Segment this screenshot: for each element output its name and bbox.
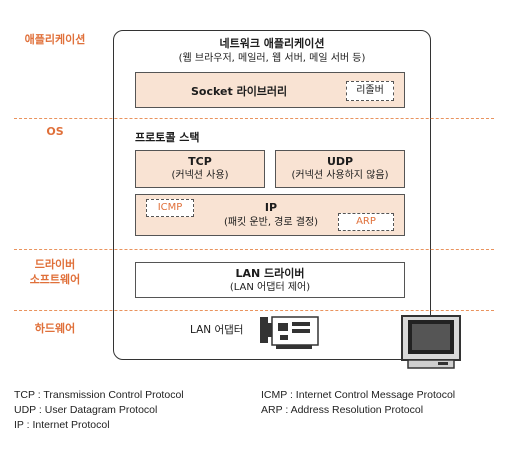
layer-label-os: OS [46, 125, 64, 138]
separator-app-os [14, 118, 494, 119]
legend-arp: ARP : Address Resolution Protocol [261, 404, 424, 416]
computer-monitor-icon [401, 315, 461, 369]
layer-label-driver-line1: 드라이버 [34, 258, 76, 271]
ip-subtitle: (패킷 운반, 경로 결정) [223, 217, 319, 228]
network-app-title: 네트워크 애플리케이션 [219, 37, 325, 50]
legend-udp: UDP : User Datagram Protocol [14, 404, 158, 416]
protocol-stack-title: 프로토콜 스택 [135, 131, 200, 144]
udp-title: UDP [326, 155, 354, 168]
icmp-tag: ICMP [146, 199, 194, 217]
lan-card-icon [260, 316, 319, 349]
layer-label-driver-line2: 소프트웨어 [29, 273, 81, 286]
layer-label-hardware: 하드웨어 [34, 322, 76, 335]
tcp-box: TCP (커넥션 사용) [135, 150, 265, 188]
socket-library-title: Socket 라이브러리 [191, 85, 288, 98]
lan-adapter-label: LAN 어댑터 [190, 324, 244, 336]
lan-driver-subtitle: (LAN 어댑터 제어) [229, 282, 311, 293]
legend-ip: IP : Internet Protocol [14, 419, 110, 431]
socket-library-box: Socket 라이브러리 리졸버 [135, 72, 405, 108]
layer-label-application: 애플리케이션 [24, 33, 86, 46]
tcp-subtitle: (커넥션 사용) [171, 170, 229, 181]
legend-right: ICMP : Internet Control Message Protocol… [261, 388, 455, 418]
ip-box: ICMP IP (패킷 운반, 경로 결정) ARP [135, 194, 405, 236]
legend-icmp: ICMP : Internet Control Message Protocol [261, 389, 456, 401]
ip-title: IP [264, 201, 278, 214]
lan-driver-title: LAN 드라이버 [235, 267, 305, 280]
legend-left: TCP : Transmission Control Protocol UDP … [14, 388, 184, 433]
separator-driver-hardware [14, 310, 494, 311]
resolver-tag: 리졸버 [346, 81, 394, 101]
tcp-title: TCP [188, 155, 212, 168]
layer-label-driver-software: 드라이버 소프트웨어 [0, 257, 110, 287]
network-app-subtitle: (웹 브라우저, 메일러, 웹 서버, 메일 서버 등) [178, 53, 366, 64]
udp-subtitle: (커넥션 사용하지 않음) [291, 170, 389, 181]
separator-os-driver [14, 249, 494, 250]
udp-box: UDP (커넥션 사용하지 않음) [275, 150, 405, 188]
lan-driver-box: LAN 드라이버 (LAN 어댑터 제어) [135, 262, 405, 298]
legend-tcp: TCP : Transmission Control Protocol [14, 389, 184, 401]
arp-tag: ARP [338, 213, 394, 231]
network-app-block: 네트워크 애플리케이션 (웹 브라우저, 메일러, 웹 서버, 메일 서버 등) [125, 36, 419, 66]
